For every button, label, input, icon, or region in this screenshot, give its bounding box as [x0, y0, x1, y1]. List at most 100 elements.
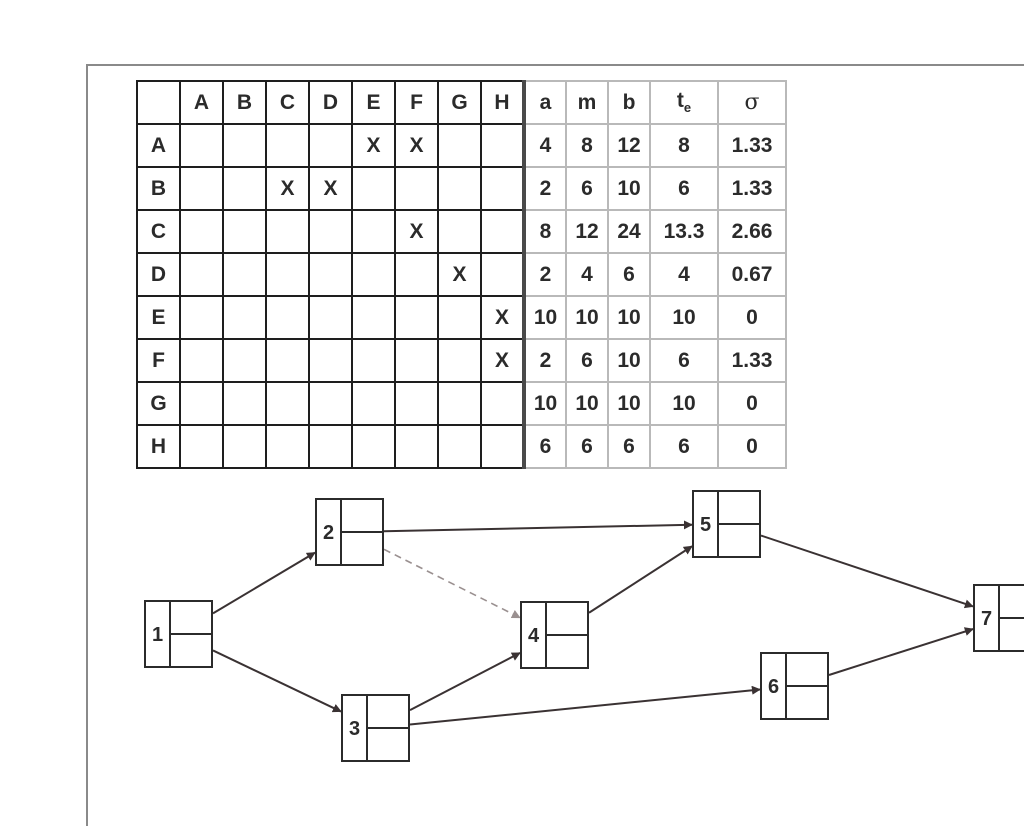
dependency-cell — [179, 209, 224, 254]
estimate-sigma: 0 — [717, 295, 787, 340]
dependency-cell — [265, 209, 310, 254]
estimate-b: 24 — [607, 209, 651, 254]
dependency-cell — [351, 209, 396, 254]
estimate-te: 10 — [649, 381, 719, 426]
node-label: 7 — [981, 608, 992, 630]
dependency-cell — [222, 209, 267, 254]
estimate-te: 13.3 — [649, 209, 719, 254]
dependency-cell — [480, 123, 526, 168]
dependency-cell — [437, 166, 482, 211]
dependency-cell — [480, 166, 526, 211]
dependency-cell — [222, 166, 267, 211]
estimate-te: 6 — [649, 338, 719, 383]
header-row: A B C D E F G H a m b te σ — [136, 80, 787, 125]
edge-1-2-arrow — [212, 551, 316, 615]
dependency-cell: X — [480, 338, 526, 383]
node-label: 2 — [323, 522, 334, 544]
dependency-cell — [480, 424, 526, 469]
estimate-a: 10 — [523, 295, 567, 340]
estimate-b: 12 — [607, 123, 651, 168]
dependency-cell — [265, 424, 310, 469]
dependency-cell — [351, 338, 396, 383]
column-header: D — [308, 80, 353, 125]
row-label: G — [136, 381, 181, 426]
estimate-m: 6 — [565, 424, 609, 469]
node-label: 5 — [700, 514, 711, 536]
dependency-cell — [394, 338, 439, 383]
dependency-cell — [179, 381, 224, 426]
node-5: 5 — [692, 490, 761, 558]
node-label: 6 — [768, 676, 779, 698]
dependency-cell — [179, 166, 224, 211]
row-label: F — [136, 338, 181, 383]
dependency-cell — [394, 424, 439, 469]
dependency-cell: X — [394, 123, 439, 168]
dependency-cell — [308, 209, 353, 254]
estimate-sigma: 1.33 — [717, 338, 787, 383]
dependency-cell — [437, 123, 482, 168]
dependency-cell — [308, 381, 353, 426]
estimate-header-sigma: σ — [717, 80, 787, 125]
dependency-cell — [351, 424, 396, 469]
dependency-cell — [265, 252, 310, 297]
row-label: E — [136, 295, 181, 340]
edge-3-6-arrow — [409, 685, 761, 726]
dependency-cell — [480, 209, 526, 254]
estimate-m: 12 — [565, 209, 609, 254]
dependency-cell — [265, 295, 310, 340]
dependency-cell: X — [265, 166, 310, 211]
dependency-cell — [437, 424, 482, 469]
estimate-header-a: a — [523, 80, 567, 125]
estimate-te: 6 — [649, 424, 719, 469]
node-7: 7 — [973, 584, 1024, 652]
dependency-cell — [179, 338, 224, 383]
dependency-cell — [480, 381, 526, 426]
edge-1-3-arrow — [212, 649, 342, 713]
dependency-cell — [222, 295, 267, 340]
column-header: B — [222, 80, 267, 125]
node-label: 4 — [528, 625, 540, 647]
dependency-cell — [351, 252, 396, 297]
estimate-m: 6 — [565, 166, 609, 211]
column-header: G — [437, 80, 482, 125]
estimate-te: 8 — [649, 123, 719, 168]
dependency-cell — [351, 166, 396, 211]
dependency-cell — [265, 338, 310, 383]
dependency-cell — [222, 123, 267, 168]
estimate-sigma: 0 — [717, 381, 787, 426]
dependency-cell — [437, 209, 482, 254]
estimate-te: 4 — [649, 252, 719, 297]
edge-2-4-dashed-arrow — [383, 548, 521, 619]
edge-5-7-arrow — [760, 534, 974, 609]
te-main: t — [676, 89, 684, 113]
dependency-cell — [179, 252, 224, 297]
estimate-m: 8 — [565, 123, 609, 168]
estimate-header-b: b — [607, 80, 651, 125]
dependency-cell — [394, 252, 439, 297]
estimate-b: 10 — [607, 295, 651, 340]
node-4: 4 — [520, 601, 589, 669]
dependency-cell — [394, 166, 439, 211]
estimate-te: 6 — [649, 166, 719, 211]
estimate-sigma: 1.33 — [717, 166, 787, 211]
dependency-cell: X — [480, 295, 526, 340]
estimate-m: 4 — [565, 252, 609, 297]
column-header: F — [394, 80, 439, 125]
column-header: E — [351, 80, 396, 125]
dependency-cell — [308, 424, 353, 469]
dependency-cell — [308, 295, 353, 340]
dependency-cell: X — [351, 123, 396, 168]
estimate-te: 10 — [649, 295, 719, 340]
dependency-cell — [351, 381, 396, 426]
column-header: A — [179, 80, 224, 125]
dependency-cell — [222, 252, 267, 297]
dependency-cell — [351, 295, 396, 340]
dependency-cell — [394, 295, 439, 340]
